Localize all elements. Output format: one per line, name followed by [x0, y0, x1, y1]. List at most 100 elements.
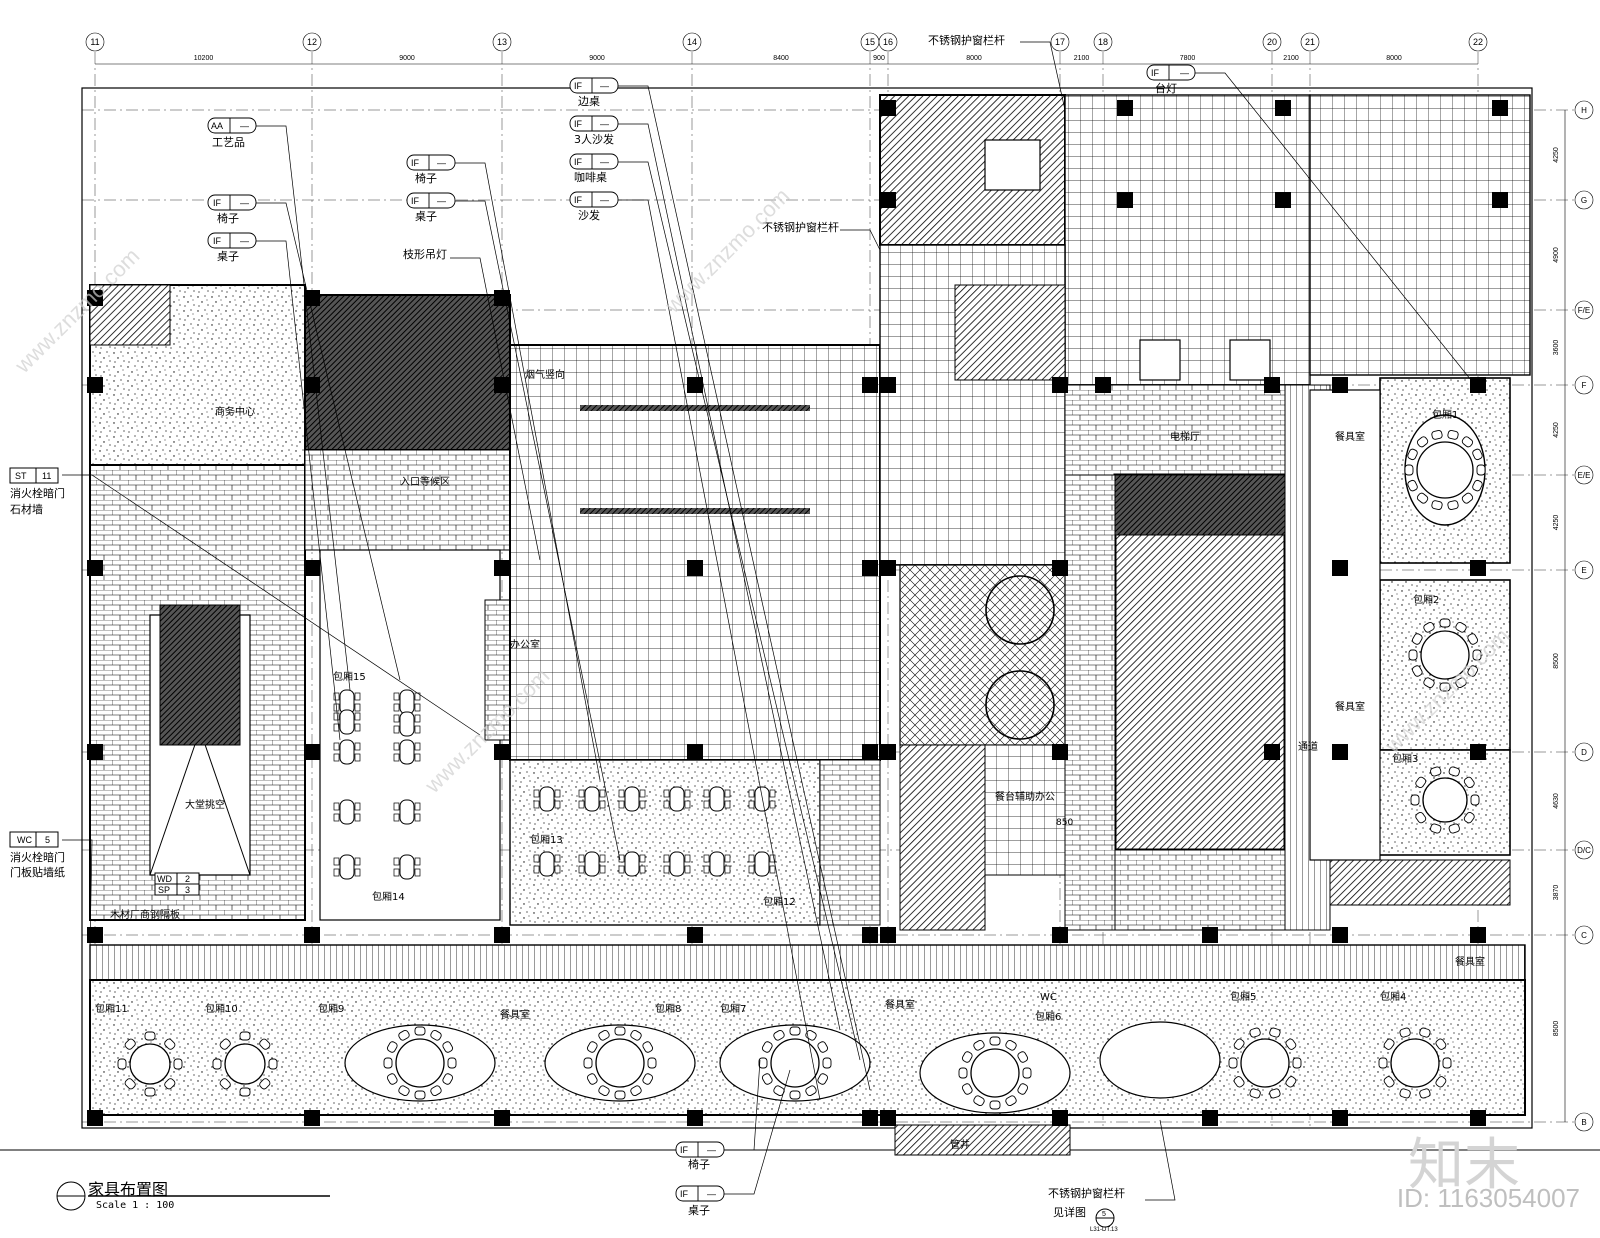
table-room-8-chair-11 [642, 1041, 654, 1053]
dining-13-top-1 [584, 786, 600, 812]
table-room-1-chair-1 [1472, 479, 1483, 492]
column-40 [1202, 927, 1218, 943]
table-room-11-chair-1 [164, 1078, 176, 1090]
axis-label-12: 12 [307, 37, 317, 47]
table-room-4-chair-9 [1435, 1038, 1447, 1050]
table-room-4-chair-6 [1383, 1038, 1395, 1050]
column-35 [494, 927, 510, 943]
column-13 [1470, 377, 1486, 393]
pill-coffee [569, 153, 619, 170]
table-room-1-chair-2 [1461, 492, 1474, 504]
table-room-10-chair-4 [212, 1058, 222, 1070]
balcony-bottom [894, 1124, 1071, 1156]
dining-west-6 [339, 854, 355, 880]
pill-chair-bottom [675, 1141, 725, 1158]
table-room-9-chair-8 [398, 1029, 410, 1041]
table-room-2-chair-5 [1411, 665, 1423, 677]
leader-9 [618, 199, 821, 1101]
label-railing-top: 不锈钢护窗栏杆 [928, 33, 1005, 47]
label-table-mid: 桌子 [415, 210, 437, 223]
column-6 [687, 377, 703, 393]
balcony-top-right [1309, 94, 1531, 376]
pill-hydrant-wallpaper [9, 831, 59, 848]
svg-text:—: — [600, 195, 609, 205]
room-atrium: 大堂挑空 [185, 798, 225, 811]
axis-label-20: 20 [1267, 37, 1277, 47]
room-flue: 烟气竖向 [525, 368, 565, 381]
table-room-1-chair-6 [1407, 479, 1418, 492]
dining-13-bot-1 [584, 851, 600, 877]
table-room-2 [1420, 630, 1470, 680]
axis-label-16: 16 [883, 37, 893, 47]
dim-2: 9000 [589, 55, 605, 62]
round-table-a [985, 575, 1055, 645]
axis-bubble-E [1574, 560, 1594, 580]
table-room-5-chair-4 [1233, 1076, 1245, 1088]
table-room-5-chair-7 [1249, 1027, 1261, 1038]
entrance-waiting [304, 449, 511, 551]
axis-label-14: 14 [687, 37, 697, 47]
leader-2 [256, 240, 341, 741]
leader-5 [450, 257, 541, 561]
column-8 [880, 377, 896, 393]
table-room-2-chair-6 [1408, 649, 1418, 661]
column-36 [687, 927, 703, 943]
column-26 [687, 744, 703, 760]
column-3 [87, 377, 103, 393]
annotation-labels: AA — 工艺品 IF — 椅子 IF — 桌子 IF — 椅子 IF — 桌子… [10, 33, 1189, 1233]
column-34 [304, 927, 320, 943]
column-45 [494, 1110, 510, 1126]
label-railing-bottom: 不锈钢护窗栏杆 [1048, 1186, 1125, 1200]
room-office: 办公室 [510, 638, 540, 651]
column-60 [1492, 192, 1508, 208]
column-18 [862, 560, 878, 576]
axis-label-15: 15 [865, 37, 875, 47]
pill-table-mid [406, 192, 456, 209]
table-room-7-chair-0 [822, 1057, 832, 1069]
axis-label-D: D [1581, 748, 1587, 757]
structural-columns [87, 100, 1508, 1126]
stair-core-left [304, 294, 511, 451]
table-room-7-chair-1 [817, 1073, 829, 1085]
column-38 [880, 927, 896, 943]
room-labels: 商务中心 入口等候区 办公室 大堂挑空 包厢15 包厢14 包厢13 包厢12 … [95, 368, 1485, 1151]
table-room-1-chair-10 [1431, 430, 1443, 440]
row-dim-5: 8500 [1553, 653, 1560, 669]
dim-4: 900 [873, 55, 885, 62]
svg-text:—: — [600, 119, 609, 129]
support-office [984, 744, 1066, 876]
label-coffee-table: 咖啡桌 [574, 170, 607, 184]
table-room-8-chair-9 [614, 1026, 626, 1036]
axis-bubble-17 [1050, 32, 1070, 52]
table-room-8-chair-3 [614, 1090, 626, 1100]
column-29 [1052, 744, 1068, 760]
label-table-lamp: 台灯 [1155, 81, 1177, 95]
pill-sofa [569, 191, 619, 208]
label-hydrant-wallpaper-1: 消火栓暗门 [10, 850, 65, 864]
column-25 [494, 744, 510, 760]
svg-text:—: — [600, 157, 609, 167]
table-room-5-chair-8 [1269, 1027, 1281, 1038]
table-room-11-chair-5 [124, 1038, 136, 1050]
column-12 [1332, 377, 1348, 393]
svg-text:IF: IF [680, 1189, 689, 1199]
leader-0 [256, 125, 351, 691]
column-37 [862, 927, 878, 943]
table-room-8-chair-6 [583, 1057, 593, 1069]
column-22 [1470, 560, 1486, 576]
dining-west-2 [339, 739, 355, 765]
axis-label-F-E: F/E [1578, 306, 1590, 315]
column-5 [494, 377, 510, 393]
column-20 [1052, 560, 1068, 576]
room-12: 包厢12 [763, 895, 796, 908]
table-room-8-chair-10 [630, 1029, 642, 1041]
leader-10 [1195, 72, 1476, 386]
dining-west-1 [399, 689, 415, 715]
svg-text:AA: AA [211, 121, 223, 131]
axis-bubble-20 [1262, 32, 1282, 52]
axis-bubble-D [1574, 742, 1594, 762]
table-room-2-chair-3 [1439, 682, 1451, 692]
column-30 [1264, 744, 1280, 760]
column-52 [1470, 1110, 1486, 1126]
